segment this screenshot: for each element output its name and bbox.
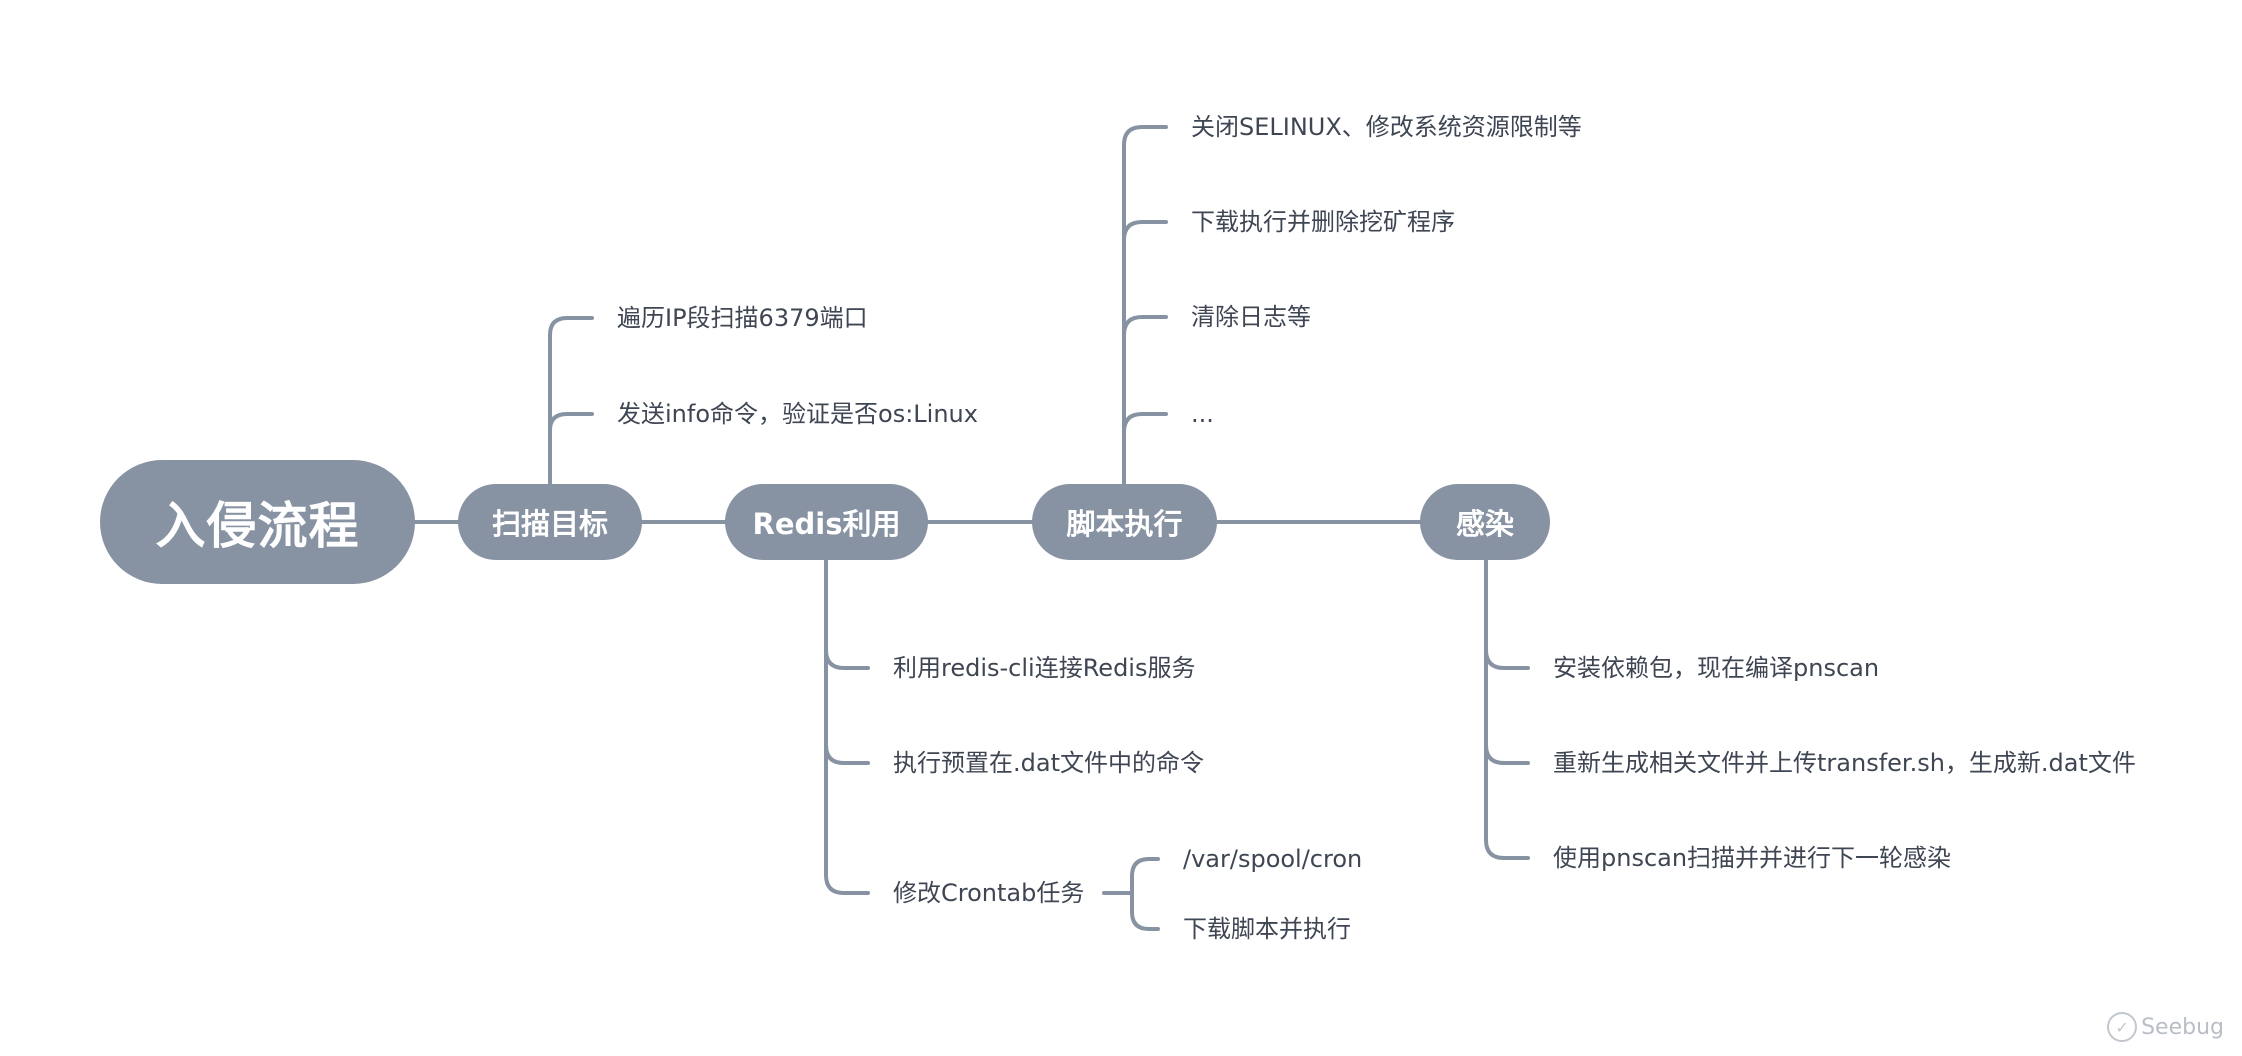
leaf-infect-3[interactable]: 使用pnscan扫描并并进行下一轮感染: [1553, 844, 1952, 872]
watermark-text: Seebug: [2141, 1014, 2224, 1040]
node-redis-exploit[interactable]: Redis利用: [725, 484, 928, 560]
connector-crontab-2: [1130, 891, 1160, 931]
leaf-script-3[interactable]: 清除日志等: [1191, 303, 1311, 331]
seebug-watermark: ✓ Seebug: [2107, 1012, 2224, 1042]
leaf-scan-2[interactable]: 发送info命令，验证是否os:Linux: [617, 400, 978, 428]
connector-script-4: [1122, 412, 1168, 434]
connector-infect-trunk: [1484, 558, 1530, 860]
node-scan-target[interactable]: 扫描目标: [458, 484, 642, 560]
connector-scan-2: [548, 412, 594, 432]
connector-redis-2: [824, 743, 870, 765]
leaf-script-1[interactable]: 关闭SELINUX、修改系统资源限制等: [1191, 113, 1582, 141]
leaf-redis-crontab[interactable]: 修改Crontab任务: [893, 879, 1085, 907]
connector-script-3: [1122, 315, 1168, 337]
leaf-crontab-1[interactable]: /var/spool/cron: [1183, 845, 1363, 873]
connector-redis-trunk: [824, 558, 870, 895]
leaf-crontab-2[interactable]: 下载脚本并执行: [1183, 915, 1351, 943]
connector-redis-1: [824, 648, 870, 670]
leaf-script-4[interactable]: ...: [1191, 400, 1214, 428]
connector-crontab-1: [1130, 857, 1160, 895]
root-node[interactable]: 入侵流程: [100, 460, 415, 584]
connector-script-2: [1122, 220, 1168, 242]
connector-scan-1: [548, 316, 594, 486]
node-script-exec[interactable]: 脚本执行: [1032, 484, 1217, 560]
node-infect[interactable]: 感染: [1420, 484, 1550, 560]
leaf-infect-1[interactable]: 安装依赖包，现在编译pnscan: [1553, 654, 1880, 682]
leaf-scan-1[interactable]: 遍历IP段扫描6379端口: [617, 304, 868, 332]
connector-script-trunk: [1122, 125, 1168, 486]
leaf-infect-2[interactable]: 重新生成相关文件并上传transfer.sh，生成新.dat文件: [1553, 749, 2136, 777]
seebug-logo-icon: ✓: [2107, 1012, 2138, 1042]
leaf-redis-1[interactable]: 利用redis-cli连接Redis服务: [893, 654, 1196, 682]
connector-infect-1: [1484, 648, 1530, 670]
leaf-script-2[interactable]: 下载执行并删除挖矿程序: [1191, 208, 1455, 236]
connector-infect-2: [1484, 743, 1530, 765]
leaf-redis-2[interactable]: 执行预置在.dat文件中的命令: [893, 749, 1204, 777]
